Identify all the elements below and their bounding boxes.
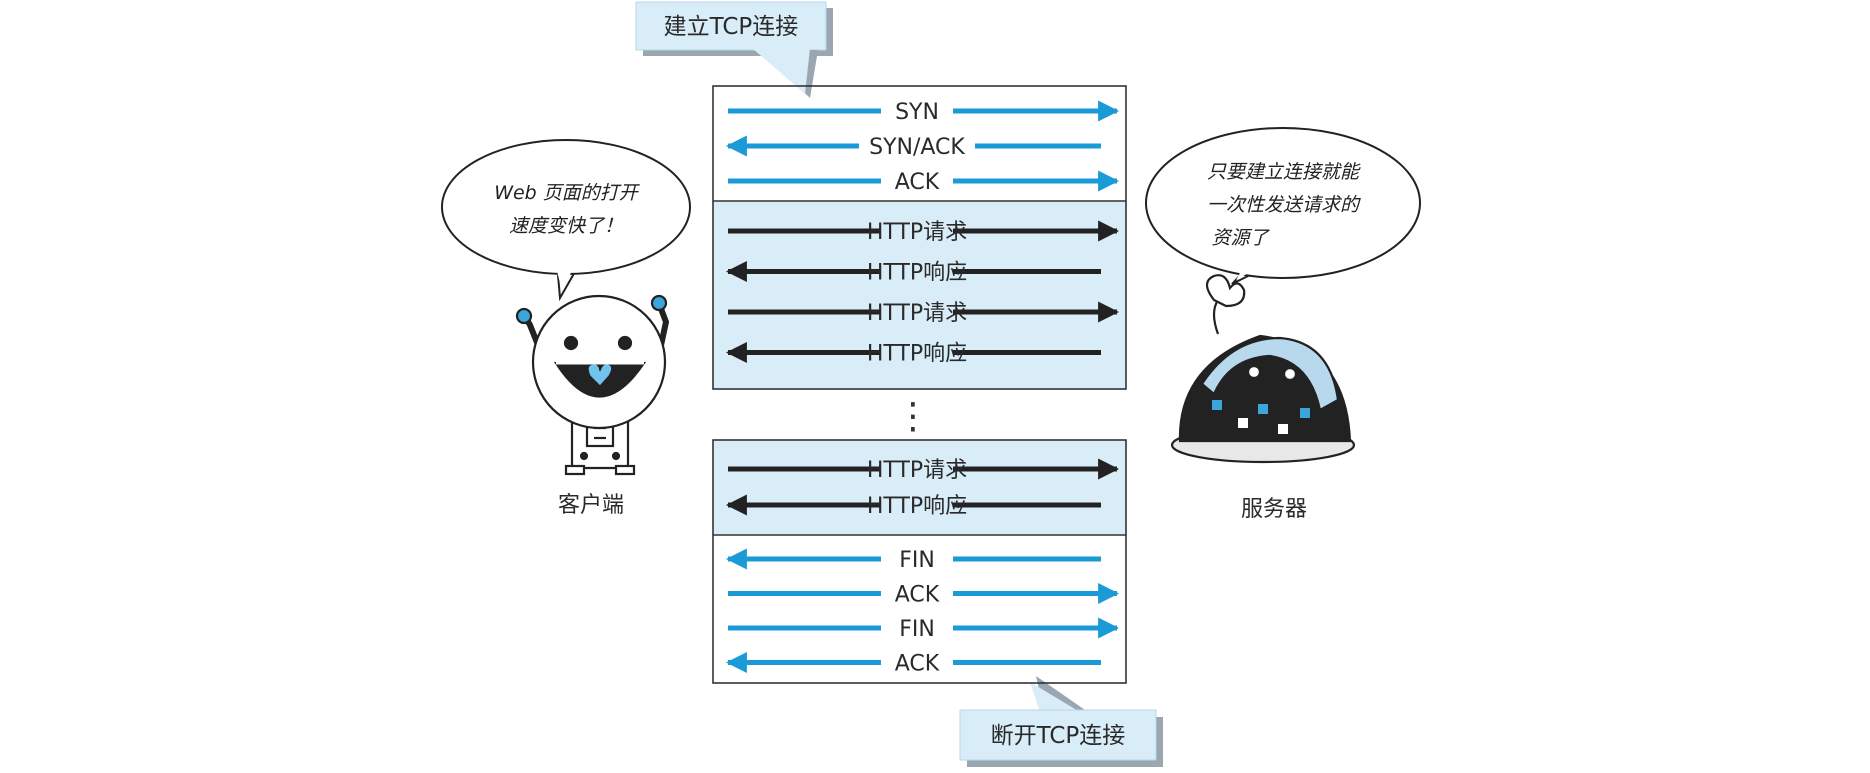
close-callout: 断开TCP连接	[959, 676, 1163, 767]
lower-sequence-panel	[712, 439, 1127, 684]
message-label: HTTP请求	[867, 458, 967, 483]
server-bubble-line3: 资源了	[1211, 227, 1270, 249]
message-label: SYN/ACK	[869, 135, 965, 160]
establish-callout: 建立TCP连接	[635, 1, 833, 98]
client-robot-illustration	[515, 294, 670, 476]
message-label: HTTP响应	[867, 261, 967, 286]
http-message: HTTP请求	[728, 220, 1120, 245]
http-message: HTTP响应	[725, 261, 1101, 286]
client-bubble-line2: 速度变快了！	[509, 215, 623, 237]
tcp-message: ACK	[728, 583, 1120, 608]
message-label: HTTP请求	[867, 301, 967, 326]
message-label: HTTP响应	[867, 342, 967, 367]
tcp-message: SYN	[728, 100, 1120, 125]
server-label: 服务器	[1241, 497, 1307, 522]
message-label: HTTP请求	[867, 220, 967, 245]
tcp-message: ACK	[725, 652, 1101, 677]
client-bubble-line1: Web 页面的打开	[494, 182, 641, 204]
tcp-message: SYN/ACK	[725, 135, 1101, 160]
continuation-ellipsis: ⋮	[895, 396, 931, 437]
http-message: HTTP响应	[725, 342, 1101, 367]
establish-label: 建立TCP连接	[664, 14, 799, 40]
teardown-messages: FIN ACK FIN ACK	[725, 548, 1120, 677]
server-robot-illustration	[1170, 274, 1356, 464]
server-speech-bubble: 只要建立连接就能 一次性发送请求的 资源了	[1145, 127, 1421, 285]
server-bubble-line1: 只要建立连接就能	[1207, 161, 1361, 183]
http-exchange-1: HTTP请求 HTTP响应 HTTP请求 HTTP响应	[725, 220, 1120, 367]
http-exchange-2: HTTP请求 HTTP响应	[725, 458, 1120, 519]
message-label: HTTP响应	[867, 494, 967, 519]
message-label: SYN	[895, 100, 939, 125]
client-label: 客户端	[558, 493, 624, 518]
handshake-messages: SYN SYN/ACK ACK	[725, 100, 1120, 195]
message-label: ACK	[895, 652, 940, 677]
message-label: FIN	[899, 617, 935, 642]
http-message: HTTP请求	[728, 458, 1120, 483]
tcp-message: ACK	[728, 170, 1120, 195]
tcp-message: FIN	[725, 548, 1101, 573]
server-bubble-line2: 一次性发送请求的	[1207, 194, 1361, 216]
close-label: 断开TCP连接	[991, 723, 1126, 749]
http-message: HTTP响应	[725, 494, 1101, 519]
tcp-message: FIN	[728, 617, 1120, 642]
message-label: ACK	[895, 583, 940, 608]
client-speech-bubble: Web 页面的打开 速度变快了！	[441, 139, 691, 302]
http-message: HTTP请求	[728, 301, 1120, 326]
message-label: ACK	[895, 170, 940, 195]
message-label: FIN	[899, 548, 935, 573]
